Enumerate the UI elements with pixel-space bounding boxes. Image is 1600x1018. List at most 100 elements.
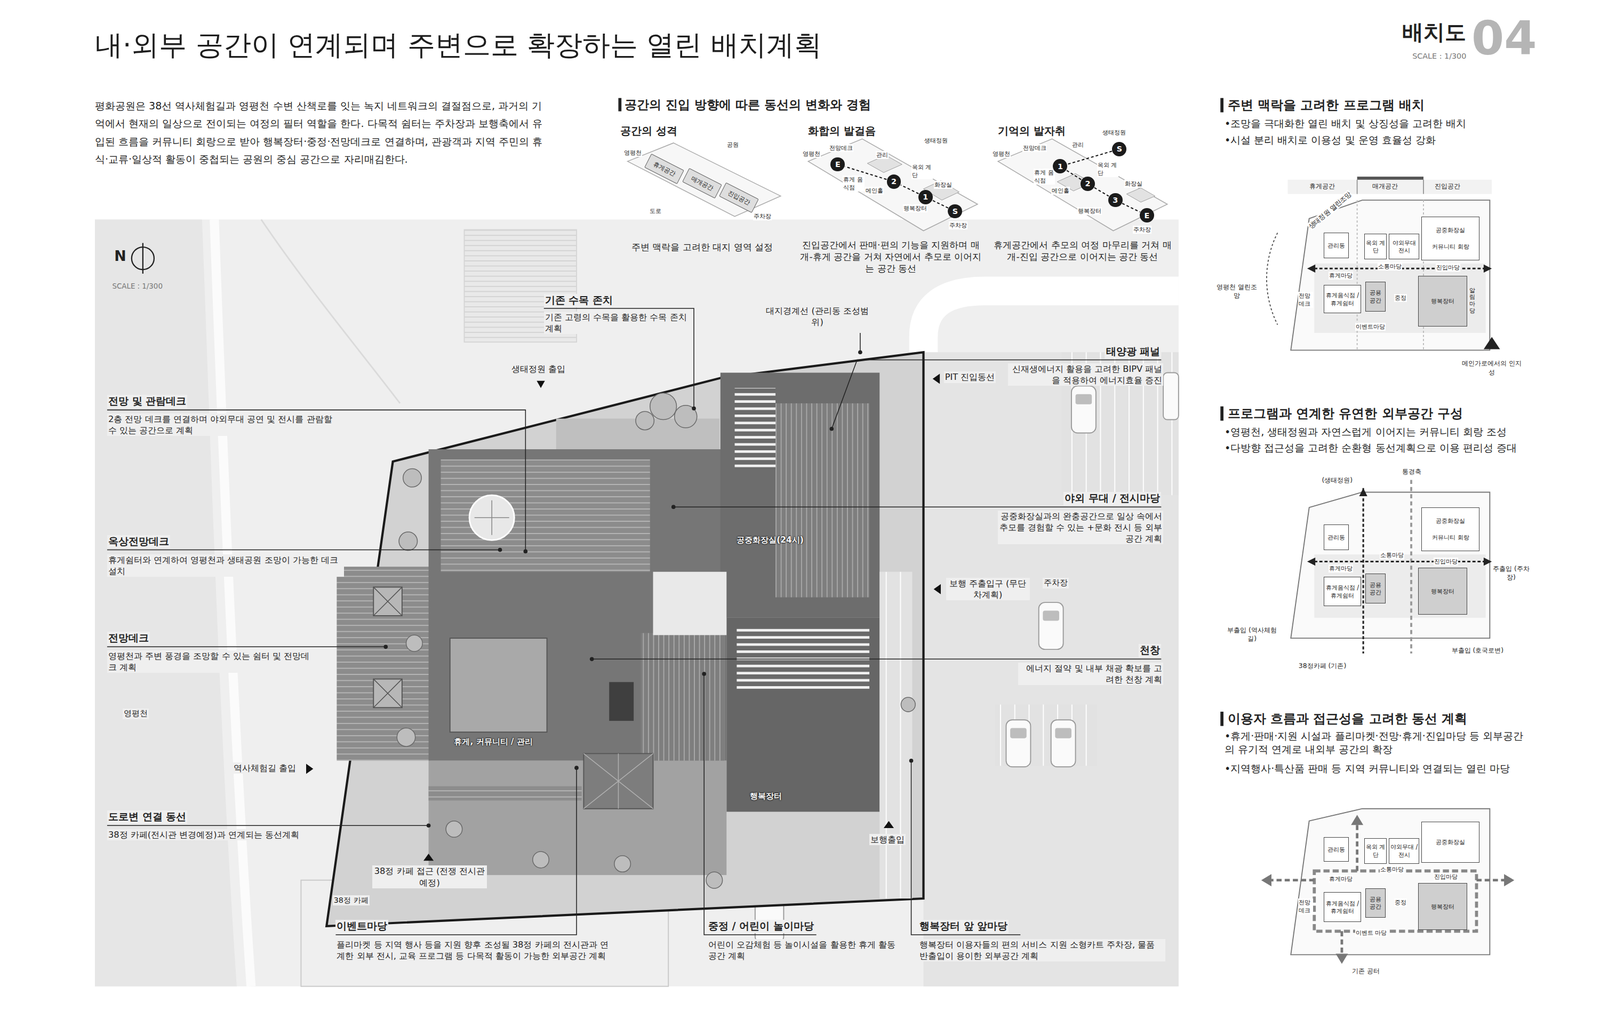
loop (1314, 870, 1477, 931)
label-text: 관리 (875, 150, 889, 159)
leader-dots (383, 349, 914, 828)
tree-deck (373, 678, 403, 708)
slope-line (261, 219, 400, 403)
label-text: •영평천, 생태정원과 자연스럽게 이어지는 커뮤니티 회랑 조성 (1224, 425, 1507, 439)
label-text: 행복장터 (902, 204, 928, 213)
zone-divider (1356, 179, 1358, 195)
plan-drawing (909, 758, 914, 763)
plan-drawing (107, 824, 429, 826)
plan-drawing (107, 549, 501, 551)
plan-drawing (405, 634, 423, 652)
route-marker: S (1112, 141, 1127, 157)
building-block: 행복장터 (726, 617, 880, 812)
route-line (1066, 170, 1082, 180)
zone-strip: 매개공간 (682, 168, 722, 199)
program-box: 행복장터 (1418, 567, 1468, 615)
route-marker: 1 (918, 189, 933, 205)
node-text: S (952, 207, 958, 215)
node-text: 1 (1057, 162, 1063, 171)
parking (923, 352, 1179, 986)
route-marker: E (1139, 208, 1155, 223)
node-text: E (1144, 211, 1150, 220)
program-box: 옥외 계단 (1364, 837, 1387, 864)
route-marker: 1 (1052, 158, 1068, 174)
zone-strip: 휴게공간 (644, 153, 684, 184)
node-text: 공중화장실(24시) (736, 534, 804, 546)
building-block: 휴게, 커뮤니티 / 관리 (428, 449, 725, 761)
node-text: 관리동 (1327, 533, 1346, 541)
label-text: 통경축 (1390, 467, 1434, 476)
label-text: •지역행사·특산품 판매 등 지역 커뮤니티와 연결되는 열린 마당 (1224, 762, 1510, 776)
node-text: 행복장터 (1430, 297, 1455, 305)
label-text: 공간의 진입 방향에 따른 동선의 변화와 경험 (624, 97, 871, 114)
program-box: 관리동 (1323, 524, 1350, 550)
heading-bar (1220, 406, 1224, 421)
label-text: 생태정원 (1101, 128, 1127, 137)
solar (736, 627, 870, 690)
tree-deck (373, 586, 403, 616)
node-text: 행복장터 (1430, 902, 1455, 910)
flow-head (1350, 814, 1364, 825)
label-text: 휴게공간 (1309, 181, 1335, 191)
plan-drawing (142, 242, 144, 274)
zone-strip: 진입공간 (718, 182, 759, 213)
car (1051, 719, 1076, 767)
label-text: 프로그램과 연계한 유연한 외부공간 구성 (1227, 405, 1463, 422)
plan-drawing (706, 871, 723, 888)
node-text: 3 (1112, 196, 1118, 204)
label-text: 부출입 (호국로변) (1449, 645, 1506, 655)
plan-drawing (107, 646, 386, 648)
node-text: 휴게, 커뮤니티 / 관리 (453, 736, 533, 747)
plan-drawing (704, 673, 816, 935)
node-text: 휴게공간 (652, 160, 677, 178)
roof-deck (441, 459, 651, 572)
car-glass (1075, 394, 1093, 405)
route-marker: 2 (886, 174, 902, 189)
node-text: 휴게음식점 / 휴게쉼터 (1324, 291, 1361, 307)
plan-drawing (650, 393, 677, 420)
label-text: •휴게·판매·지원 시설과 플리마켓·전망·휴게·진입마당 등 외부공간의 유기… (1224, 729, 1531, 757)
label-text: 천창 (1138, 643, 1162, 658)
route-marker: 2 (1080, 176, 1095, 191)
plan-drawing (107, 409, 526, 551)
label-text: 38정 카페(전시관 변경예정)과 연계되는 동선계획 (107, 828, 334, 840)
route-line (1094, 187, 1109, 197)
node-text: 공중화장실 (1435, 226, 1466, 234)
label-text: 영평천 (802, 149, 821, 158)
label-text: 보행출입 (869, 833, 906, 845)
label-text: 신재생에너지 활용을 고려한 BIPV 패널을 적용하여 에너지효율 증진 (1008, 363, 1164, 386)
label-text: 평화공원은 38선 역사체험길과 영평천 수변 산책로를 잇는 녹지 네트워크의… (94, 97, 544, 169)
solar (734, 387, 776, 470)
program-box: 야외무대 전시 (1388, 233, 1420, 260)
label-text: 어린이 오감체험 등 놀이시설을 활용한 휴게 활동공간 계획 (707, 938, 904, 962)
entry-arrows (306, 373, 941, 861)
label-text: 소통마당 (1379, 550, 1405, 559)
label-text: 태양광 패널 (1105, 345, 1162, 359)
node-text: E (835, 160, 841, 168)
label-text: 진입마당 (1435, 263, 1461, 272)
route-marker: E (830, 157, 845, 172)
plan-drawing (691, 406, 696, 411)
program-box: 옥외 계단 (1364, 233, 1387, 260)
trees (396, 393, 916, 888)
program-box: 행복장터 (1418, 882, 1468, 930)
label-text: 전망데크 (107, 631, 150, 645)
label-text: 기존 공터 (1352, 966, 1380, 975)
plan-drawing (523, 549, 528, 554)
node-text: 진입공간 (726, 188, 751, 207)
label-text: 역사체험길 출입 (232, 762, 298, 774)
plan-drawing (335, 767, 577, 935)
toilet-roof (775, 403, 870, 598)
label-text: 소통마당 (1379, 865, 1405, 874)
tree-deck (373, 586, 403, 616)
label-text: 중정 (1394, 898, 1407, 907)
car-glass (1010, 727, 1027, 738)
label-text: 주차장 (1132, 225, 1152, 234)
label-text: •다방향 접근성을 고려한 순환형 동선계획으로 이용 편리성 증대 (1224, 441, 1517, 455)
node-text: 2 (891, 177, 897, 186)
label-text: 메인가로에서의 인지성 (1461, 358, 1523, 376)
label-text: 진입마당 (1433, 872, 1459, 881)
label-text: 휴게마당 (1328, 874, 1354, 883)
node-text: 1 (922, 193, 928, 201)
